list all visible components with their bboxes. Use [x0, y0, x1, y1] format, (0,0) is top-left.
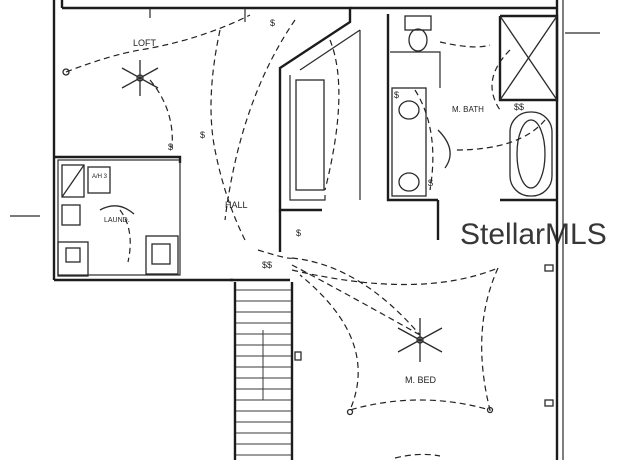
switch-symbol: $ [296, 228, 301, 238]
outlet-symbol [294, 351, 302, 361]
watermark-text: StellarMLS [460, 218, 607, 251]
switch-symbol: $ [270, 18, 275, 28]
switch-symbol: $ [168, 142, 173, 152]
laundry-sink-basin [151, 243, 171, 265]
wire-closet [324, 39, 340, 191]
ceiling-fan-icon [121, 60, 159, 96]
laundry-cabinet [61, 164, 85, 198]
room-label-hall: HALL [225, 200, 248, 210]
staircase [233, 282, 294, 460]
wc-partition [390, 51, 441, 88]
wire-bed-3 [291, 267, 499, 286]
switch-symbol: $ [200, 130, 205, 140]
west-wall [52, 0, 233, 282]
bath-west-wall [386, 14, 438, 202]
wire-bath-1 [439, 41, 491, 48]
bath-door-swing [437, 129, 451, 169]
wire-bath-2 [491, 49, 511, 111]
room-label-master-bed: M. BED [405, 375, 437, 385]
ceiling-fan-icon [397, 318, 443, 362]
outlet-symbol [544, 399, 554, 407]
wire-laundry [119, 209, 131, 263]
wire-loft-2 [149, 79, 173, 149]
room-label-master-bath: M. BATH [452, 105, 484, 114]
wire-loft-3 [210, 29, 246, 241]
loft-window-marks [149, 8, 246, 22]
dryer-outline [57, 241, 89, 277]
laundry-room [57, 159, 181, 277]
laundry-sink [145, 235, 179, 275]
wire-bath-4 [414, 89, 434, 191]
hall-angled-wall [270, 6, 352, 212]
outlet-symbol [62, 68, 70, 76]
ah-unit [87, 166, 111, 194]
dryer-detail [65, 247, 81, 263]
vanity-counter [391, 87, 427, 197]
master-bath [359, 14, 559, 240]
electrical-runs [65, 14, 546, 459]
room-label-ah-unit: A/H 3 [92, 174, 108, 180]
closet-shelf [295, 79, 325, 191]
outlet-symbol [544, 264, 554, 272]
room-label-loft: LOFT [133, 38, 157, 48]
laundry-door-swing [99, 205, 135, 215]
outlet-symbol [486, 406, 494, 414]
wire-bed-south [394, 453, 441, 459]
north-wall-loft [60, 0, 270, 10]
wire-bed-2 [291, 264, 421, 336]
closet-angle [299, 29, 361, 71]
wire-loft-4 [224, 19, 296, 221]
sink-upper [398, 100, 420, 120]
laundry-outline [57, 159, 181, 276]
washer-outline [61, 204, 81, 226]
room-label-laundry: LAUND. [104, 217, 130, 224]
electrical-symbols: $ $ $ $ $$ $ $$ $ [10, 18, 600, 416]
closet-inner-wall [289, 75, 326, 201]
wire-loft-1 [65, 14, 251, 73]
sink-lower [398, 172, 420, 192]
toilet-tank [404, 15, 432, 31]
stair-rails [233, 282, 294, 460]
loft-room [54, 8, 246, 163]
wire-hall-switch [257, 249, 293, 259]
wire-bed-1 [291, 257, 421, 336]
shower-diagonal-b [499, 15, 558, 101]
outlet-symbol [346, 408, 354, 416]
switch-symbol: $ [428, 178, 433, 188]
wire-bath-3 [454, 119, 546, 151]
toilet-bowl [408, 28, 428, 52]
wire-bed-loop [299, 267, 499, 411]
bathtub [509, 111, 553, 197]
hall-area [230, 6, 361, 282]
switch-symbol: $$ [262, 260, 272, 270]
bathtub-basin [516, 119, 546, 189]
switch-symbol: $ [394, 90, 399, 100]
cabinet-diagonal [61, 164, 85, 198]
switch-symbol: $$ [514, 102, 524, 112]
